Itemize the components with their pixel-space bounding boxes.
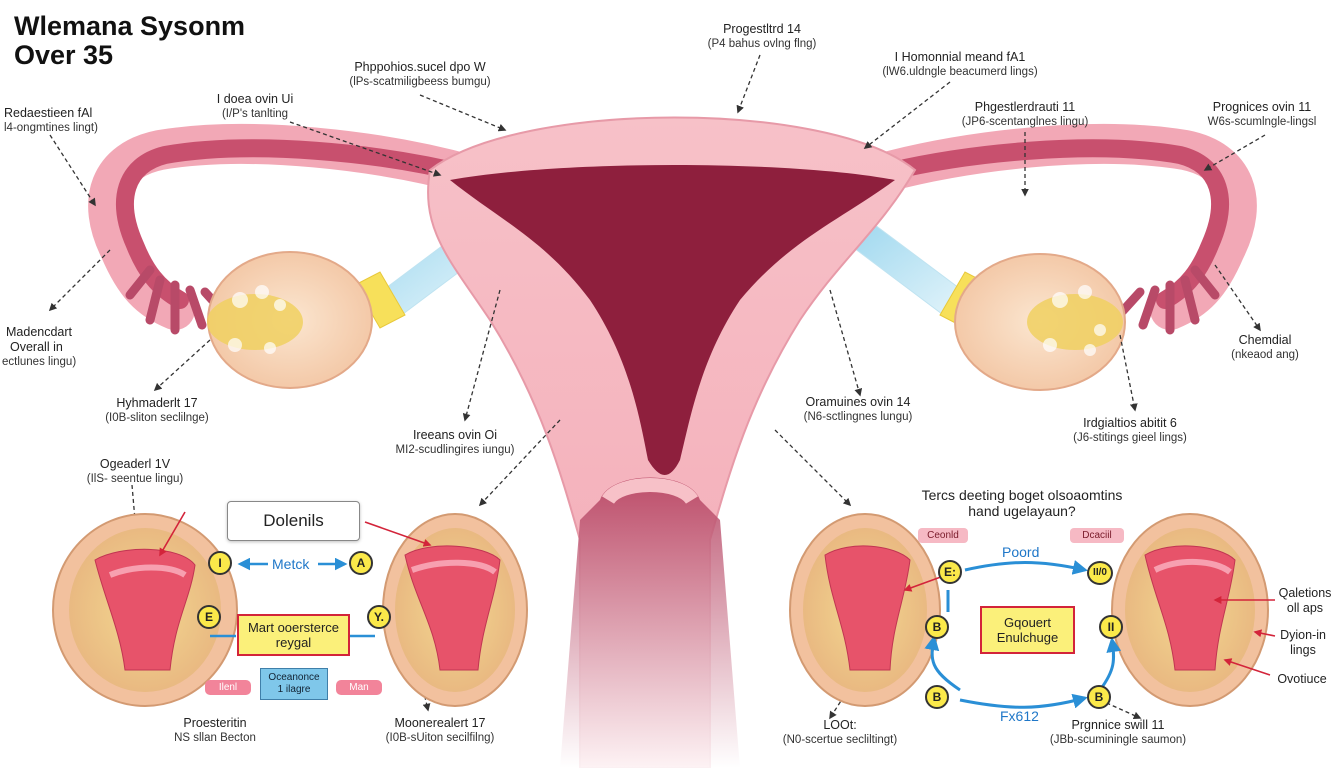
label-right-lower: Chemdial(nkeaod ang) [1231, 333, 1299, 363]
label-bottom-right-left: LOOt:(N0-scertue secliltingt) [783, 718, 897, 748]
label-far-right-3: Ovotiuce [1277, 672, 1326, 687]
right-cross-section-1 [790, 514, 940, 706]
left-marker-3: E [197, 605, 221, 629]
left-arrow-label: Metck [272, 556, 309, 572]
left-ovary [207, 252, 372, 388]
left-pill-left: Ilenl [205, 680, 251, 695]
label-top-center: Progestltrd 14(P4 bahus ovlng flng) [708, 22, 817, 52]
label-top-left: I doea ovin Ui(I/P's tanlting [217, 92, 293, 122]
right-bottom-label: Fx612 [1000, 708, 1039, 724]
label-top-left-mid: Phppohios.sucel dpo W(lPs-scatmiligbeess… [349, 60, 490, 90]
right-marker-2: II/0 [1087, 561, 1113, 585]
left-marker-1: I [208, 551, 232, 575]
right-marker-4: II [1099, 615, 1123, 639]
right-marker-1: E: [938, 560, 962, 584]
right-pill-left: Ceonld [918, 528, 968, 543]
left-marker-2: A [349, 551, 373, 575]
label-left-mid: Madencdart Overall in ectlunes lingu) [2, 325, 76, 370]
right-marker-5: B [925, 685, 949, 709]
label-right-mid: Phgestlerdrauti 11(JP6-scentanglnes ling… [962, 100, 1089, 130]
right-marker-6: B [1087, 685, 1111, 709]
left-cross-section-2 [383, 514, 527, 706]
right-ovary [955, 254, 1125, 390]
right-cross-section-2 [1112, 514, 1268, 706]
left-pill-right: Man [336, 680, 382, 695]
label-top-right-mid: I Homonnial meand fA1(lW6.uldngle beacum… [882, 50, 1037, 80]
left-marker-4: Y. [367, 605, 391, 629]
page-title: Wlemana Sysonm Over 35 [14, 12, 245, 70]
label-left-lower: Hyhmaderlt 17(I0B-sliton seclilnge) [105, 396, 209, 426]
left-callout-box: Dolenils [227, 501, 360, 541]
label-right-lower-2: Irdgialtios abitit 6(J6-stitings gieel l… [1073, 416, 1187, 446]
label-left-ovary-top: Ogeaderl 1V(IlS- seentue lingu) [87, 457, 184, 487]
right-marker-3: B [925, 615, 949, 639]
label-center-right: Oramuines ovin 14(N6-sctlingnes lungu) [804, 395, 913, 425]
label-bottom-right-mid: Prgnnice swill 11(JBb-scuminingle saumon… [1050, 718, 1186, 748]
right-pill-right: Dcaciil [1070, 528, 1124, 543]
right-top-label: Poord [1002, 544, 1039, 560]
label-bottom-left-mid: Moonerealert 17(I0B-sUiton secilfilng) [386, 716, 495, 746]
